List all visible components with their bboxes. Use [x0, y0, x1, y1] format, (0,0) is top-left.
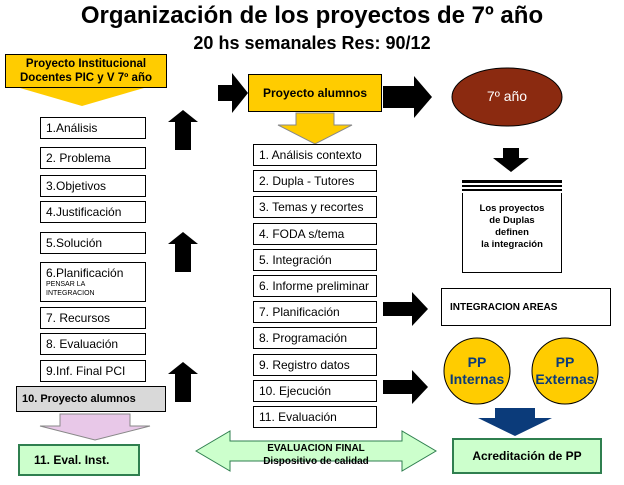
- pp-externas-circle: [531, 337, 599, 405]
- right-arrow-pp: [383, 370, 428, 404]
- pink-down-arrow: [39, 413, 151, 441]
- stripe-bar-3: [462, 189, 562, 191]
- integracion-areas-box: INTEGRACION AREAS: [441, 288, 611, 326]
- left-header-line2: Docentes PIC y V 7º año: [19, 72, 153, 84]
- center-item-9: 9. Registro datos: [253, 354, 377, 376]
- left-item-8: 8. Evaluación: [40, 333, 146, 355]
- duplas-line2: de Duplas: [489, 215, 535, 226]
- eval-final-line1: EVALUACION FINAL: [267, 443, 365, 454]
- right-arrow-2: [383, 76, 432, 118]
- center-header-box: Proyecto alumnos: [248, 74, 382, 112]
- pp-externas-line2: Externas: [535, 371, 595, 387]
- center-item-4: 4. FODA s/tema: [253, 223, 377, 245]
- left-header-line1: Proyecto Institucional: [25, 58, 147, 70]
- left-item-1: 1.Análisis: [40, 117, 146, 139]
- left-item-10: 10. Proyecto alumnos: [16, 386, 166, 412]
- stripe-bar-2: [462, 185, 562, 187]
- pp-internas-line2: Internas: [449, 371, 505, 387]
- eval-final-line2: Dispositivo de calidad: [263, 456, 369, 467]
- stripe-bar-1: [462, 180, 562, 183]
- center-item-8: 8. Programación: [253, 327, 377, 349]
- left-item-3: 3.Objetivos: [40, 175, 146, 197]
- left-item-6-sub2: INTEGRACION: [46, 290, 95, 297]
- pp-internas-label: PP Internas: [444, 354, 510, 388]
- year-label: 7º año: [486, 88, 528, 104]
- center-item-11: 11. Evaluación: [253, 406, 377, 428]
- pp-externas-line1: PP: [555, 354, 575, 370]
- up-arrow-2: [168, 232, 198, 272]
- center-item-5: 5. Integración: [253, 249, 377, 271]
- year-ellipse: [451, 67, 563, 127]
- green-double-arrow: [195, 430, 437, 472]
- left-item-7: 7. Recursos: [40, 307, 146, 329]
- duplas-line1: Los proyectos: [479, 203, 545, 214]
- blue-down-arrow: [478, 408, 552, 436]
- pp-externas-label: PP Externas: [532, 354, 598, 388]
- center-item-3: 3. Temas y recortes: [253, 196, 377, 218]
- left-item-2: 2. Problema: [40, 147, 146, 169]
- left-item-6-sub1: PENSAR LA: [46, 281, 86, 288]
- right-arrow-1: [218, 73, 248, 113]
- center-item-1: 1. Análisis contexto: [253, 144, 377, 166]
- eval-inst-box: 11. Eval. Inst.: [18, 444, 140, 476]
- left-item-6: 6.Planificación PENSAR LA INTEGRACION: [40, 262, 146, 302]
- right-arrow-integracion: [383, 292, 428, 326]
- duplas-line3: definen: [495, 227, 529, 238]
- left-header-box: Proyecto Institucional Docentes PIC y V …: [5, 54, 167, 88]
- left-header-down-arrow: [20, 88, 144, 106]
- duplas-line4: la integración: [481, 239, 543, 250]
- page-title: Organización de los proyectos de 7º año: [80, 2, 544, 29]
- center-yellow-arrow: [277, 112, 353, 145]
- left-item-9: 9.Inf. Final PCI: [40, 360, 146, 382]
- acreditacion-box: Acreditación de PP: [452, 438, 602, 474]
- center-item-7: 7. Planificación: [253, 301, 377, 323]
- up-arrow-1: [168, 110, 198, 150]
- up-arrow-3: [168, 362, 198, 402]
- center-item-6: 6. Informe preliminar: [253, 275, 377, 297]
- left-item-4: 4.Justificación: [40, 201, 146, 223]
- center-item-10: 10. Ejecución: [253, 380, 377, 402]
- page-subtitle: 20 hs semanales Res: 90/12: [193, 33, 431, 53]
- duplas-box: Los proyectos de Duplas definen la integ…: [462, 193, 562, 273]
- center-item-2: 2. Dupla - Tutores: [253, 170, 377, 192]
- pp-internas-line1: PP: [467, 354, 487, 370]
- down-arrow-year: [493, 148, 529, 172]
- pp-internas-circle: [443, 337, 511, 405]
- eval-final-label: EVALUACION FINAL Dispositivo de calidad: [236, 442, 396, 468]
- left-item-6-label: 6.Planificación: [46, 266, 124, 280]
- left-item-5: 5.Solución: [40, 232, 146, 254]
